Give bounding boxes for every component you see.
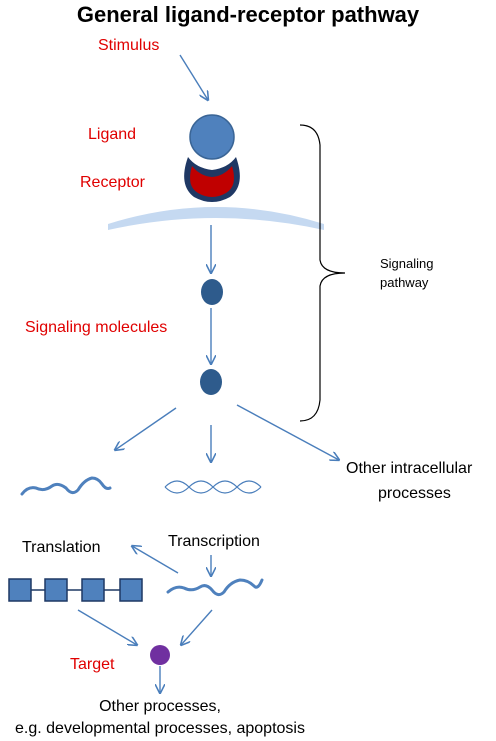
other-processes-label-line1: Other processes, xyxy=(99,698,221,715)
other-intracellular-label-line1: Other intracellular xyxy=(346,460,473,477)
protein-unit-1 xyxy=(8,578,32,602)
signaling-pathway-label-line1: Signaling xyxy=(380,256,434,271)
protein-to-target-arrow xyxy=(77,609,137,645)
arrow-to-mrna xyxy=(115,407,177,450)
diagram-title: General ligand-receptor pathway xyxy=(77,2,420,27)
protein-unit-4 xyxy=(119,578,143,602)
protein-unit-3 xyxy=(81,578,105,602)
target-label: Target xyxy=(70,656,115,673)
protein-unit-2 xyxy=(44,578,68,602)
mrna-to-target-arrow xyxy=(181,609,213,645)
arrow-to-other-intracellular xyxy=(236,404,339,460)
mrna-strand-right xyxy=(166,578,264,597)
ligand-shape xyxy=(189,114,235,160)
signaling-molecules-label: Signaling molecules xyxy=(25,319,167,336)
signaling-molecule-1 xyxy=(201,279,223,305)
stimulus-label: Stimulus xyxy=(98,37,159,54)
receptor-label: Receptor xyxy=(80,174,146,191)
signaling-pathway-bracket xyxy=(299,124,346,422)
mrna-strand-left xyxy=(20,476,112,496)
translation-label: Translation xyxy=(22,539,101,556)
stimulus-arrow xyxy=(179,54,208,100)
target-shape xyxy=(150,645,170,665)
signaling-pathway-label-line2: pathway xyxy=(380,275,429,290)
receptor-shape xyxy=(190,166,234,197)
other-processes-label-line2: e.g. developmental processes, apoptosis xyxy=(15,720,305,737)
cell-membrane xyxy=(108,207,324,230)
transcription-label: Transcription xyxy=(168,533,260,550)
signaling-molecule-2 xyxy=(200,369,222,395)
dna-strand-b xyxy=(164,480,262,494)
other-intracellular-label-line2: processes xyxy=(378,485,451,502)
translation-arrow xyxy=(132,546,179,574)
ligand-label: Ligand xyxy=(88,126,136,143)
